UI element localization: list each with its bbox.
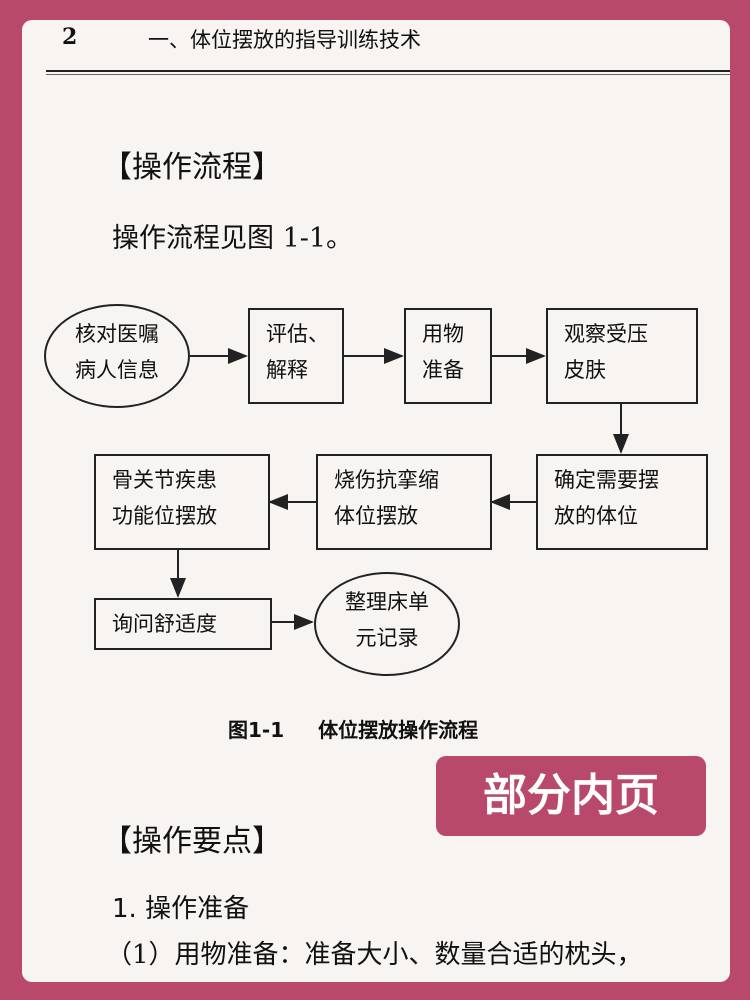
page-number: 2 xyxy=(62,24,78,50)
flow-node-tidy: 整理床单 元记录 xyxy=(314,572,460,676)
flow-node-burn: 烧伤抗挛缩 体位摆放 xyxy=(316,454,492,550)
figure-label: 图1-1 xyxy=(228,718,285,742)
flow-node-observe: 观察受压 皮肤 xyxy=(546,308,698,404)
procedure-paragraph: 操作流程见图 1-1。 xyxy=(112,223,354,254)
section-heading-procedure: 【操作流程】 xyxy=(102,150,282,185)
preparation-paragraph: （1）用物准备：准备大小、数量合适的枕头， xyxy=(106,940,643,970)
flow-node-determine: 确定需要摆 放的体位 xyxy=(536,454,708,550)
figure-title: 体位摆放操作流程 xyxy=(318,718,479,742)
flow-node-supplies: 用物 准备 xyxy=(404,308,492,404)
flow-node-comfort: 询问舒适度 xyxy=(94,598,272,650)
promo-stamp: 部分内页 xyxy=(436,756,706,836)
flowchart-arrows xyxy=(170,348,629,630)
header-rule xyxy=(46,70,730,72)
flow-node-bone: 骨关节疾患 功能位摆放 xyxy=(94,454,270,550)
header-rule-thin xyxy=(46,74,730,75)
section-heading-key-points: 【操作要点】 xyxy=(102,824,282,859)
running-head-title: 一、体位摆放的指导训练技术 xyxy=(148,28,421,52)
subheading-preparation: 1. 操作准备 xyxy=(112,894,250,924)
page: 2 一、体位摆放的指导训练技术 【操作流程】 操作流程见图 1-1。 核对医嘱 … xyxy=(22,20,730,982)
flow-node-check: 核对医嘱 病人信息 xyxy=(44,304,190,408)
flow-node-assess: 评估、 解释 xyxy=(248,308,344,404)
figure-caption: 图1-1 体位摆放操作流程 xyxy=(228,714,512,743)
